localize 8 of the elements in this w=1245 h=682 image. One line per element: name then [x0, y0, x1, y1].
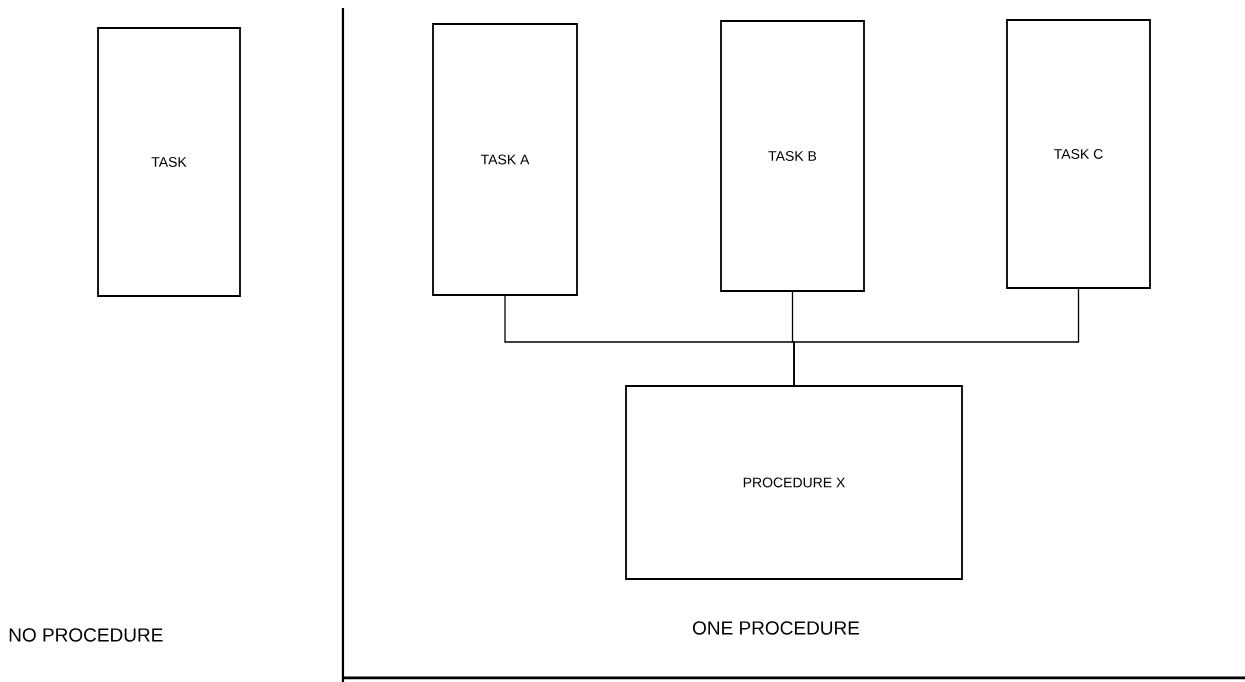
section-label: ONE PROCEDURE — [692, 621, 860, 635]
task-box: TASK A — [432, 23, 578, 296]
connector-line — [793, 288, 1080, 386]
section-label: NO PROCEDURE — [9, 628, 163, 642]
task-box: PROCEDURE X — [625, 385, 963, 580]
task-box: TASK — [97, 27, 241, 297]
task-box: TASK B — [720, 20, 865, 292]
task-box: TASK C — [1006, 19, 1151, 289]
